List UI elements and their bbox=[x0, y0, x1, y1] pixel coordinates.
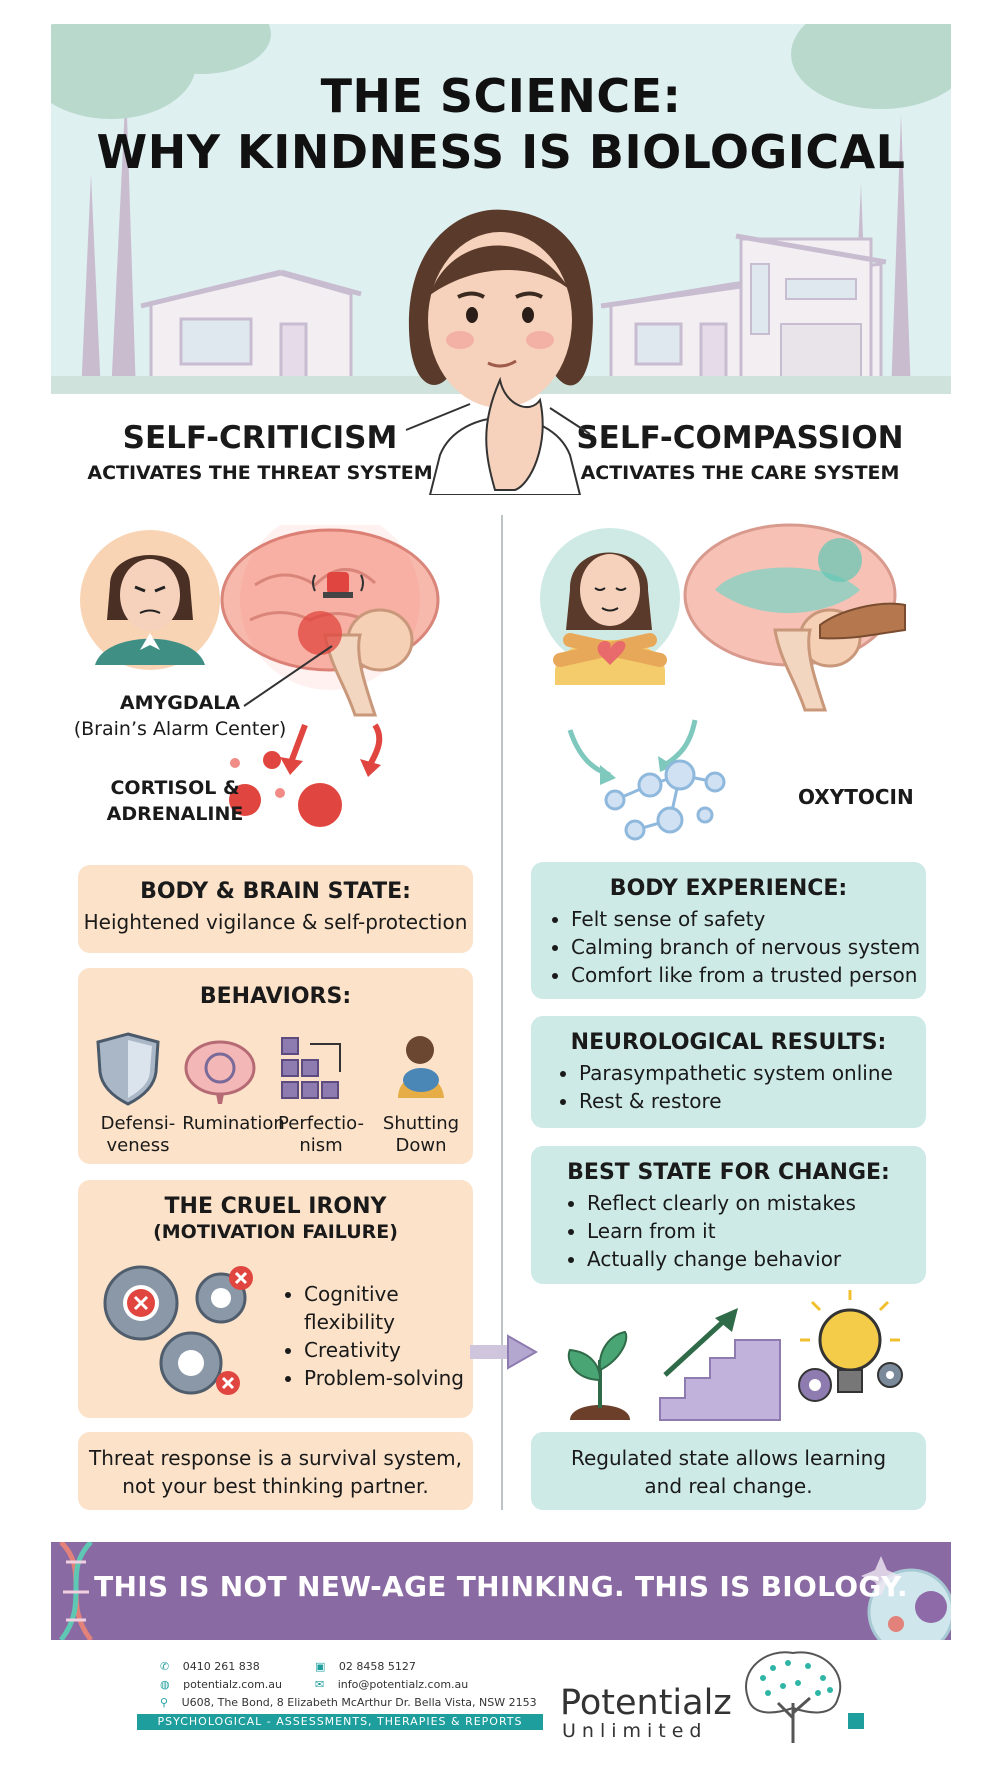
amygdala-pointer-line bbox=[243, 645, 333, 707]
hormones-label: CORTISOL & ADRENALINE bbox=[80, 775, 270, 827]
best-state-panel: BEST STATE FOR CHANGE: Reflect clearly o… bbox=[531, 1146, 926, 1284]
title-line-1: THE SCIENCE: bbox=[320, 69, 682, 123]
behaviors-icons bbox=[96, 1032, 444, 1106]
growth-illustration bbox=[470, 1290, 903, 1421]
footer-website-row: ◍ potentialz.com.au bbox=[160, 1678, 340, 1691]
body-experience-list: Felt sense of safety Calming branch of n… bbox=[531, 905, 926, 989]
body-experience-item: Felt sense of safety bbox=[571, 905, 926, 933]
best-state-title: BEST STATE FOR CHANGE: bbox=[567, 1160, 890, 1185]
footer-address: U608, The Bond, 8 Elizabeth McArthur Dr.… bbox=[181, 1696, 537, 1709]
behavior-perfectionism: Perfectio- nism bbox=[278, 1113, 364, 1156]
shield-icon bbox=[96, 1032, 160, 1106]
behavior-defensiveness: Defensi- veness bbox=[100, 1113, 176, 1156]
threat-summary-panel: Threat response is a survival system, no… bbox=[78, 1432, 473, 1510]
oxytocin-label: OXYTOCIN bbox=[798, 785, 914, 809]
irony-item: flexibility bbox=[304, 1310, 395, 1334]
footer-fax: 02 8458 5127 bbox=[338, 1660, 416, 1673]
body-brain-state-title: BODY & BRAIN STATE: bbox=[140, 879, 411, 904]
footer-tagline: PSYCHOLOGICAL - ASSESSMENTS, THERAPIES &… bbox=[137, 1714, 543, 1730]
mail-icon: ✉ bbox=[315, 1678, 325, 1691]
grid-blocks-icon bbox=[281, 1037, 341, 1099]
threat-summary-line-1: Threat response is a survival system, bbox=[89, 1446, 462, 1470]
globe-icon: ◍ bbox=[160, 1678, 170, 1691]
irony-item: Cognitive bbox=[304, 1280, 464, 1308]
banner-text: THIS IS NOT NEW-AGE THINKING. THIS IS BI… bbox=[94, 1570, 908, 1603]
pointer-lines bbox=[405, 403, 591, 435]
neuro-item: Rest & restore bbox=[579, 1087, 926, 1115]
brand-subname: Unlimited bbox=[562, 1720, 708, 1742]
neurological-results-panel: NEUROLOGICAL RESULTS: Parasympathetic sy… bbox=[531, 1016, 926, 1128]
neurological-results-title: NEUROLOGICAL RESULTS: bbox=[570, 1030, 887, 1055]
brand-tree-logo bbox=[745, 1651, 842, 1743]
body-experience-panel: BODY EXPERIENCE: Felt sense of safety Ca… bbox=[531, 862, 926, 999]
page-title: THE SCIENCE: WHY KINDNESS IS BIOLOGICAL bbox=[51, 68, 951, 180]
body-experience-item: Calming branch of nervous system bbox=[571, 933, 926, 961]
hero-background bbox=[51, 24, 951, 394]
brand-name: Potentialz bbox=[560, 1683, 732, 1723]
threat-summary-line-2: not your best thinking partner. bbox=[122, 1474, 429, 1498]
title-line-2: WHY KINDNESS IS BIOLOGICAL bbox=[96, 125, 906, 179]
brain-cycle-icon bbox=[184, 1040, 256, 1104]
best-state-item: Reflect clearly on mistakes bbox=[587, 1189, 926, 1217]
footer-email-row: ✉ info@potentialz.com.au bbox=[315, 1678, 535, 1691]
cruel-irony-panel: THE CRUEL IRONY (MOTIVATION FAILURE) Cog… bbox=[78, 1180, 473, 1418]
best-state-item: Learn from it bbox=[587, 1217, 926, 1245]
self-criticism-subheading: ACTIVATES THE THREAT SYSTEM bbox=[87, 462, 433, 484]
biology-banner bbox=[51, 1542, 951, 1640]
lightbulb-gears-icon bbox=[798, 1290, 903, 1402]
column-divider bbox=[501, 515, 503, 1510]
self-compassion-heading: SELF-COMPASSION bbox=[576, 420, 904, 456]
best-state-item: Actually change behavior bbox=[587, 1245, 926, 1273]
banner-decoration bbox=[59, 1542, 951, 1640]
footer-phone-row: ✆ 0410 261 838 bbox=[160, 1660, 340, 1673]
cruel-irony-list: Cognitive flexibility Creativity Problem… bbox=[278, 1280, 464, 1392]
footer-website[interactable]: potentialz.com.au bbox=[183, 1678, 283, 1691]
cruel-irony-subtitle: (MOTIVATION FAILURE) bbox=[153, 1221, 398, 1243]
irony-item: Creativity bbox=[304, 1336, 464, 1364]
location-pin-icon: ⚲ bbox=[160, 1696, 169, 1709]
irony-item: Problem-solving bbox=[304, 1364, 464, 1392]
footer-fax-row: ▣ 02 8458 5127 bbox=[315, 1660, 515, 1673]
thinking-woman-illustration bbox=[408, 209, 593, 495]
footer-phone[interactable]: 0410 261 838 bbox=[182, 1660, 260, 1673]
footer-address-row: ⚲ U608, The Bond, 8 Elizabeth McArthur D… bbox=[160, 1696, 580, 1709]
body-brain-state-panel: BODY & BRAIN STATE: Heightened vigilance… bbox=[78, 865, 473, 953]
threat-system-illustration bbox=[80, 525, 440, 827]
sprout-icon bbox=[567, 1330, 630, 1420]
hormones-line-1: CORTISOL & bbox=[110, 777, 240, 799]
fax-icon: ▣ bbox=[315, 1660, 326, 1673]
neuro-item: Parasympathetic system online bbox=[579, 1059, 926, 1087]
hero-scene-illustration bbox=[51, 24, 951, 394]
care-system-illustration bbox=[540, 523, 906, 841]
stairs-icon bbox=[659, 1308, 781, 1421]
behaviors-panel: BEHAVIORS: Defensi- veness bbox=[78, 968, 473, 1164]
regulated-summary-panel: Regulated state allows learning and real… bbox=[531, 1432, 926, 1510]
amygdala-sublabel: (Brain’s Alarm Center) bbox=[73, 718, 287, 740]
behavior-shutting-down: Shutting Down bbox=[382, 1113, 460, 1156]
body-brain-state-text: Heightened vigilance & self-protection bbox=[83, 910, 468, 934]
cruel-irony-title: THE CRUEL IRONY bbox=[164, 1194, 387, 1219]
regulated-summary-line-1: Regulated state allows learning bbox=[570, 1446, 887, 1470]
neurological-results-list: Parasympathetic system online Rest & res… bbox=[531, 1059, 926, 1115]
behavior-rumination: Rumination bbox=[182, 1113, 285, 1134]
self-compassion-subheading: ACTIVATES THE CARE SYSTEM bbox=[580, 462, 900, 484]
shutting-down-person-icon bbox=[398, 1036, 444, 1098]
body-experience-title: BODY EXPERIENCE: bbox=[609, 876, 848, 901]
behaviors-title: BEHAVIORS: bbox=[199, 984, 352, 1009]
best-state-list: Reflect clearly on mistakes Learn from i… bbox=[531, 1189, 926, 1273]
gears-failure-icon bbox=[103, 1265, 253, 1395]
regulated-summary-line-2: and real change. bbox=[644, 1474, 813, 1498]
self-criticism-heading: SELF-CRITICISM bbox=[122, 420, 398, 456]
hormones-line-2: ADRENALINE bbox=[106, 803, 244, 825]
brand-accent-square bbox=[848, 1713, 864, 1729]
body-experience-item: Comfort like from a trusted person bbox=[571, 961, 926, 989]
phone-icon: ✆ bbox=[160, 1660, 170, 1673]
amygdala-label: AMYGDALA bbox=[119, 692, 241, 714]
footer-email[interactable]: info@potentialz.com.au bbox=[337, 1678, 469, 1691]
